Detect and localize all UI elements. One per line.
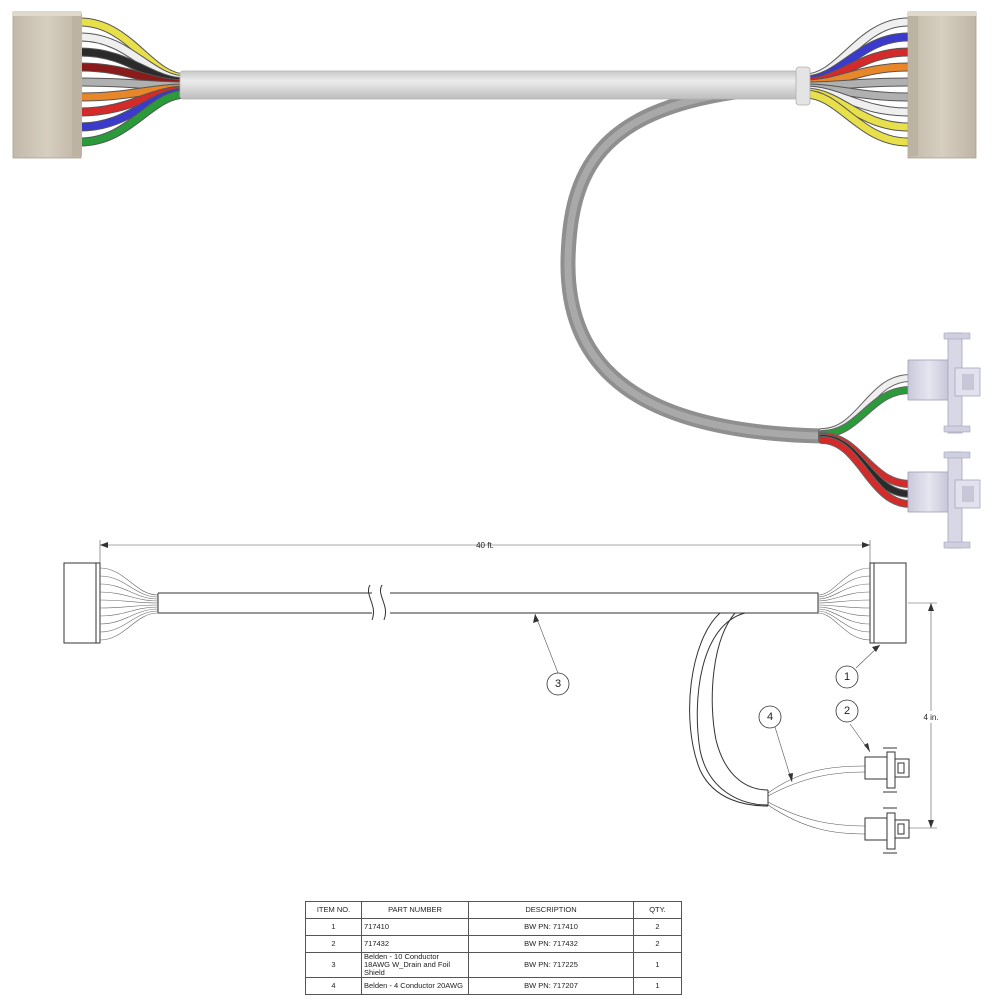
bom-header-part: PART NUMBER: [361, 901, 469, 919]
height-dimension-label: 4 in.: [923, 713, 938, 722]
small-connector-top: [907, 332, 981, 434]
wire-line: [99, 591, 159, 602]
wire-line: [99, 610, 159, 633]
svg-text:3: 3: [555, 678, 561, 690]
wire-line: [99, 567, 159, 596]
wire-line: [99, 606, 159, 617]
bom-item: 4: [305, 977, 362, 995]
left-wire-fanout: [75, 17, 191, 147]
wire-line: [99, 599, 159, 604]
right-wire-fanout: [800, 17, 913, 147]
wire: [76, 90, 190, 146]
bom-header-row: ITEM NO. PART NUMBER DESCRIPTION QTY.: [305, 901, 682, 919]
left-connector-housing: [12, 11, 82, 159]
table-row: 4 Belden - 4 Conductor 20AWG BW PN: 7172…: [305, 977, 682, 995]
wire-line: [817, 610, 871, 633]
wire-line: [817, 575, 871, 598]
balloon-3: 3: [546, 672, 570, 696]
wire-line: [99, 583, 159, 600]
bom-qty: 1: [633, 977, 682, 995]
wire: [819, 375, 913, 435]
balloon-1: 1: [835, 665, 859, 689]
wire: [819, 437, 913, 507]
wire-line: [817, 583, 871, 600]
wire: [819, 387, 913, 437]
technical-drawing: 40 ft.: [63, 540, 940, 854]
wire-line: [99, 604, 159, 609]
rendered-view: [12, 11, 981, 549]
wire-line: [99, 575, 159, 598]
main-cable-jacket: [179, 70, 806, 100]
bom-description: BW PN: 717225: [468, 952, 634, 978]
svg-text:1: 1: [844, 671, 850, 683]
bom-part: 717410: [361, 918, 469, 936]
balloon-2: 2: [835, 699, 859, 723]
split-collar: [795, 66, 811, 106]
bom-description: BW PN: 717410: [468, 918, 634, 936]
bom-description: BW PN: 717207: [468, 977, 634, 995]
wire-line: [817, 567, 871, 596]
bom-item: 2: [305, 935, 362, 953]
wire-line: [99, 608, 159, 625]
table-row: 3 Belden - 10 Conductor 18AWG W_Drain an…: [305, 952, 682, 978]
length-dimension-label: 40 ft.: [476, 541, 494, 550]
bom-item: 3: [305, 952, 362, 978]
table-row: 2 717432 BW PN: 717432 2: [305, 935, 682, 953]
wire-line: [817, 604, 871, 609]
bom-part: 717432: [361, 935, 469, 953]
bom-header-item: ITEM NO.: [305, 901, 362, 919]
bom-item: 1: [305, 918, 362, 936]
bom-qty: 2: [633, 918, 682, 936]
bill-of-materials-table: ITEM NO. PART NUMBER DESCRIPTION QTY. 1 …: [305, 901, 682, 995]
bom-part: Belden - 4 Conductor 20AWG: [361, 977, 469, 995]
svg-text:4: 4: [767, 711, 773, 723]
bom-description: BW PN: 717432: [468, 935, 634, 953]
table-row: 1 717410 BW PN: 717410 2: [305, 918, 682, 936]
wire: [801, 90, 912, 146]
wire-line: [817, 612, 871, 641]
wire-line: [817, 608, 871, 625]
wire-line: [817, 599, 871, 604]
wire-line: [817, 606, 871, 617]
balloon-4: 4: [758, 705, 782, 729]
branch-wire-fanout: [818, 374, 914, 508]
bom-qty: 1: [633, 952, 682, 978]
wire-line: [817, 591, 871, 602]
bom-qty: 2: [633, 935, 682, 953]
bom-header-qty: QTY.: [633, 901, 682, 919]
bom-part: Belden - 10 Conductor 18AWG W_Drain and …: [361, 952, 469, 978]
small-connector-bottom: [907, 451, 981, 549]
svg-text:2: 2: [844, 705, 850, 717]
wire-line: [99, 612, 159, 641]
bom-header-description: DESCRIPTION: [468, 901, 634, 919]
right-connector-housing: [907, 11, 977, 159]
